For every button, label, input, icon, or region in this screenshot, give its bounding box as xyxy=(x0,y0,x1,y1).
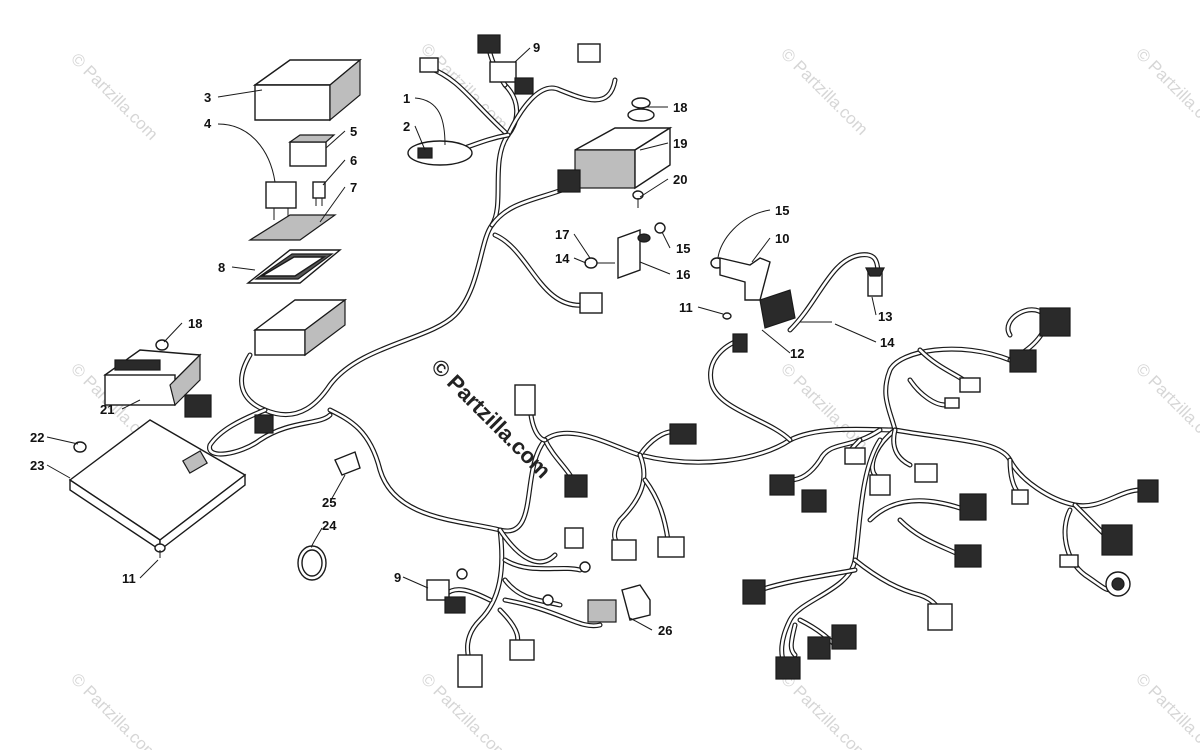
center-watermark: © Partzilla.com xyxy=(426,354,555,483)
callout-leaders xyxy=(46,47,877,631)
callout-label: 15 xyxy=(775,203,789,218)
control-module-part xyxy=(103,349,202,407)
voltage-regulator-part xyxy=(557,126,673,193)
callout-label: 13 xyxy=(878,309,892,324)
watermark-text: © Partzilla.com xyxy=(777,669,871,750)
fastener-part xyxy=(73,441,166,558)
callout-label: 10 xyxy=(775,231,789,246)
callout-label: 6 xyxy=(350,153,357,168)
callout-label: 3 xyxy=(204,90,211,105)
harness-connector xyxy=(514,384,697,573)
watermark-text: © Partzilla.com xyxy=(1132,669,1200,750)
callout-label: 7 xyxy=(350,180,357,195)
watermark-text: © Partzilla.com xyxy=(777,44,871,138)
ignition-coil-part xyxy=(722,289,832,329)
harness-connector xyxy=(732,333,748,353)
screw-part xyxy=(632,190,644,208)
clamp-part xyxy=(584,222,666,279)
callout-label: 19 xyxy=(673,136,687,151)
fuse-part xyxy=(312,181,326,206)
callout-label: 26 xyxy=(658,623,672,638)
fuse-box-base-part xyxy=(252,298,348,357)
harness-connector xyxy=(579,292,603,314)
fuse-box-gasket-part xyxy=(245,249,342,284)
fuse-box-cover-part xyxy=(252,58,362,122)
callout-label: 2 xyxy=(403,119,410,134)
relay-part xyxy=(288,134,336,167)
watermark-text: © Partzilla.com xyxy=(67,669,161,750)
harness-connector xyxy=(419,34,601,95)
callout-label: 18 xyxy=(673,100,687,115)
clip-part xyxy=(334,451,361,476)
callout-labels: 3 4 5 6 7 8 1 2 9 18 19 20 15 10 15 17 1… xyxy=(30,40,895,638)
bolt-part xyxy=(627,97,655,122)
callout-label: 8 xyxy=(218,260,225,275)
callout-label: 9 xyxy=(533,40,540,55)
relay-with-pins-part xyxy=(265,181,297,220)
callout-label: 16 xyxy=(676,267,690,282)
fuse-box-pad-part xyxy=(247,214,337,241)
callout-label: 4 xyxy=(204,116,212,131)
callout-label: 14 xyxy=(555,251,570,266)
callout-label: 22 xyxy=(30,430,44,445)
harness-wires xyxy=(207,42,1143,668)
callout-label: 24 xyxy=(322,518,337,533)
callout-label: 21 xyxy=(100,402,114,417)
callout-label: 1 xyxy=(403,91,410,106)
ignition-bracket-part xyxy=(710,257,771,301)
callout-label: 9 xyxy=(394,570,401,585)
bolt-part xyxy=(155,339,169,351)
callout-label: 14 xyxy=(880,335,895,350)
callout-label: 11 xyxy=(679,300,693,315)
callout-label: 20 xyxy=(673,172,687,187)
terminal-block-part xyxy=(587,584,651,623)
callout-label: 15 xyxy=(676,241,690,256)
watermark-text: © Partzilla.com xyxy=(67,49,161,143)
callout-label: 12 xyxy=(790,346,804,361)
harness-connector xyxy=(742,307,1159,680)
watermark-text: © Partzilla.com xyxy=(1132,359,1200,453)
cable-tie-part xyxy=(297,545,327,581)
callout-label: 23 xyxy=(30,458,44,473)
callout-label: 25 xyxy=(322,495,336,510)
callout-label: 17 xyxy=(555,227,569,242)
grommet-part xyxy=(407,140,473,166)
callout-label: 5 xyxy=(350,124,357,139)
watermark-text: © Partzilla.com xyxy=(1132,44,1200,138)
harness-connector xyxy=(426,568,554,688)
callout-label: 18 xyxy=(188,316,202,331)
harness-connector xyxy=(184,394,274,434)
spark-plug-cap-part xyxy=(865,267,885,297)
mounting-plate-part xyxy=(68,419,247,552)
callout-label: 11 xyxy=(122,571,136,586)
